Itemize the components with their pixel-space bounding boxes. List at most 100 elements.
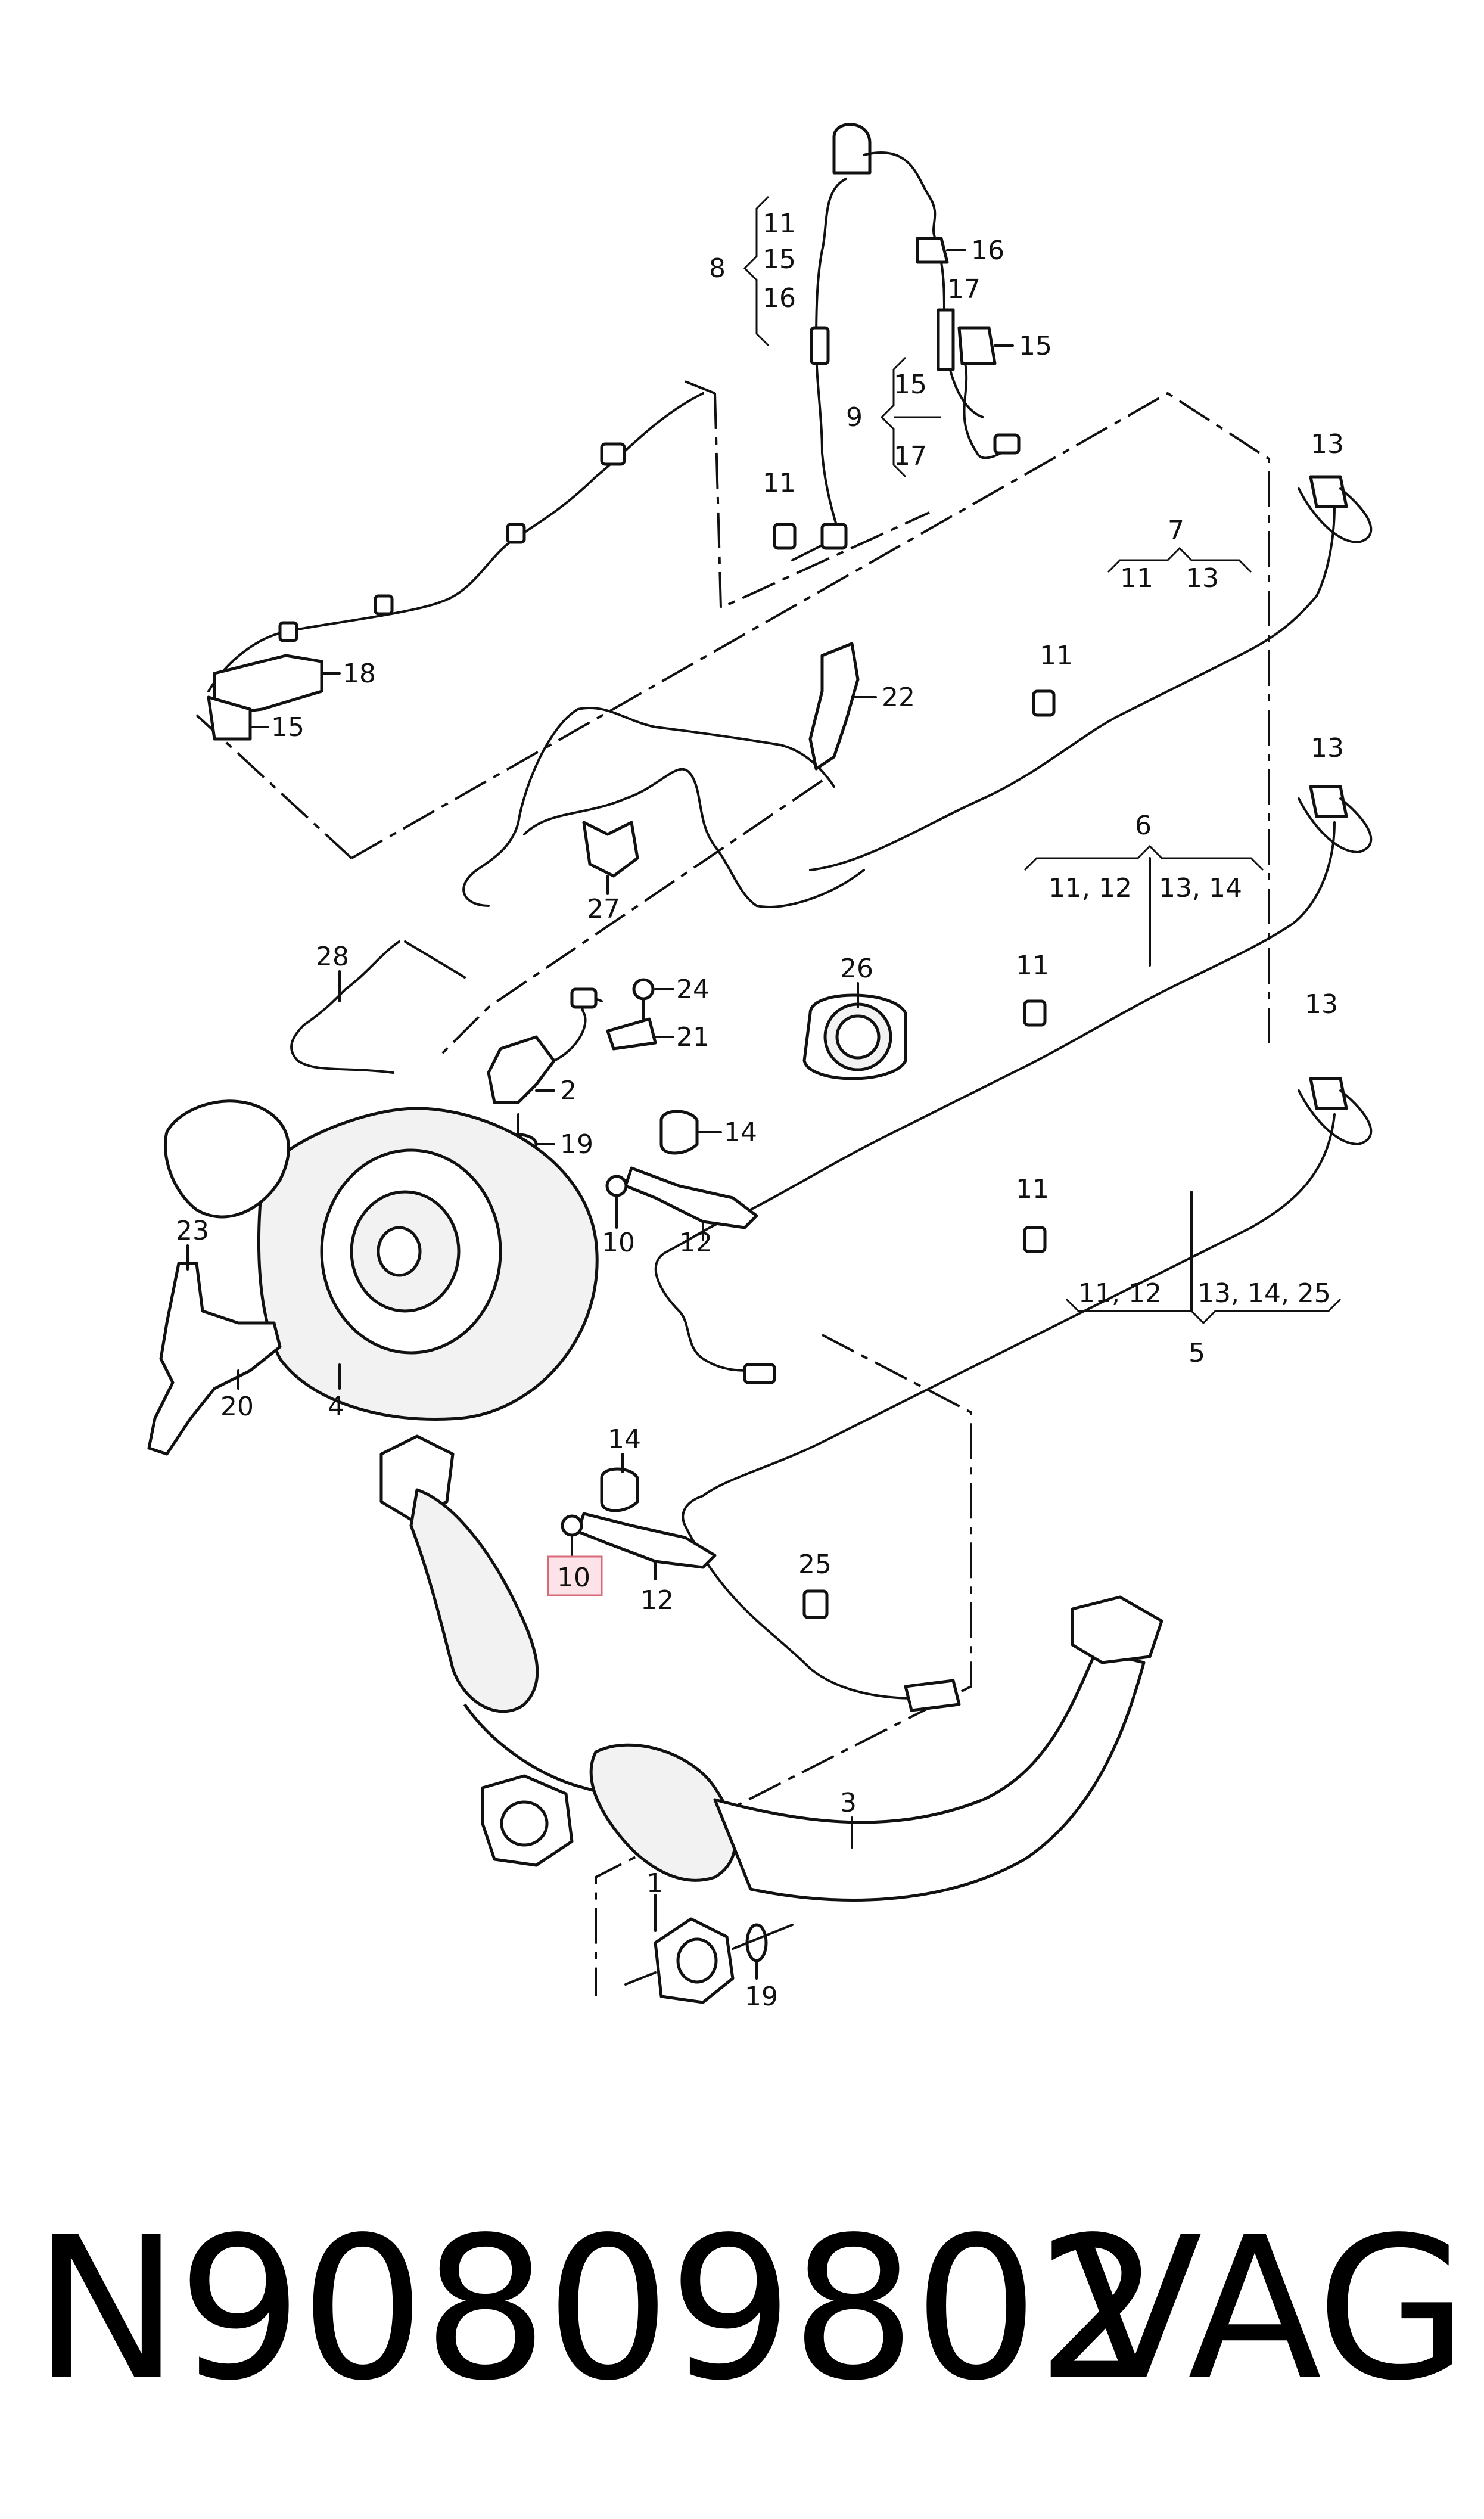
- frame-upper-wiring: [351, 392, 1270, 1049]
- rear-flange: [1071, 1595, 1163, 1664]
- callout-11-b8a: 11: [763, 209, 796, 239]
- sensor-2-lead-tip: [743, 1363, 776, 1384]
- catalyst-upper: [409, 1488, 539, 1713]
- callout-16-b8: 16: [763, 283, 796, 313]
- callout-14-lower: 14: [608, 1424, 641, 1455]
- sensor-harness-9-b: [963, 362, 1014, 459]
- sensor-harness-8-head: [832, 123, 872, 175]
- sensor-line-5: [702, 1113, 1336, 1497]
- sensor-line-7: [809, 505, 1336, 871]
- callout-1: 1: [646, 1868, 663, 1899]
- harness-clip-c: [278, 621, 298, 642]
- harness-clip-upper: [600, 442, 626, 466]
- callout-2: 2: [560, 1076, 577, 1106]
- frame-upper-left: [195, 714, 353, 859]
- bracket-23-20: [147, 1262, 282, 1456]
- callout-17-top: 17: [947, 274, 981, 305]
- clip-11-line5: [1023, 1226, 1047, 1253]
- frame-sensor-harness: [714, 393, 930, 610]
- callout-13-b: 13: [1311, 733, 1344, 763]
- sensor-1-axis: [732, 1924, 794, 1950]
- callout-9: 9: [846, 402, 863, 433]
- middle-harness: [462, 707, 835, 907]
- bracket-7: [1107, 546, 1252, 573]
- callout-8: 8: [709, 253, 726, 284]
- clip-11-line6: [1023, 999, 1047, 1027]
- dpf-4-inlet: [163, 1099, 290, 1219]
- callout-22: 22: [882, 682, 915, 713]
- brand-name: VAG: [1068, 2195, 1469, 2424]
- callout-17-b9: 17: [894, 441, 927, 471]
- dpf-4-center: [377, 1226, 422, 1277]
- callout-11-line5: 11: [1016, 1174, 1049, 1204]
- callout-11-line7: 11: [1040, 641, 1073, 671]
- callout-15-left: 15: [271, 712, 304, 743]
- bracket-21: [606, 1017, 657, 1051]
- callout-16: 16: [971, 235, 1004, 266]
- sensor-5-connector: [1309, 1077, 1348, 1110]
- callout-18: 18: [343, 659, 376, 689]
- middle-harness-b: [523, 768, 865, 908]
- sensor-harness-8: [791, 178, 847, 561]
- sensor-7-connector: [1309, 475, 1348, 508]
- callout-6: 6: [1135, 810, 1152, 841]
- callout-g5-right: 13, 14, 25: [1197, 1278, 1331, 1309]
- callout-11-line6: 11: [1016, 951, 1049, 981]
- callout-15-b9: 15: [894, 369, 927, 400]
- bracket-12-lower: [576, 1512, 717, 1569]
- callout-g6-left: 11, 12: [1049, 873, 1132, 903]
- sensor-6-pigtail: [1298, 797, 1373, 853]
- callout-11-top: 11: [763, 468, 796, 498]
- sensor-7-pigtail: [1298, 487, 1373, 543]
- clip-11-top: [773, 523, 797, 550]
- frame-lower: [595, 1334, 972, 1996]
- clip-11-line7: [1032, 689, 1056, 717]
- callout-g7-right: 13: [1186, 563, 1219, 594]
- bracket-5: [1065, 1298, 1342, 1325]
- lower-sensor-tip: [904, 1679, 961, 1712]
- callout-15-b8: 15: [763, 244, 796, 275]
- clip-14-upper: [659, 1110, 699, 1155]
- sensor-2-plug: [570, 987, 598, 1009]
- screw-24: [632, 978, 655, 1001]
- callout-25: 25: [798, 1549, 832, 1580]
- pipe-28: [290, 940, 400, 1074]
- sensor-harness-8-loop: [863, 151, 937, 240]
- callout-19-lower: 19: [745, 1981, 778, 2012]
- lower-flange-bore: [500, 1800, 549, 1847]
- bolt-10-lower: [561, 1514, 583, 1537]
- sensor-6-connector: [1309, 785, 1348, 818]
- pipe-28-b: [404, 940, 466, 979]
- harness-8-sleeve: [810, 326, 830, 365]
- callout-24: 24: [676, 974, 710, 1005]
- harness-clip-b: [374, 594, 394, 616]
- callout-4: 4: [328, 1391, 344, 1422]
- bracket-27: [582, 821, 639, 878]
- callout-10-lower: 10: [557, 1563, 590, 1593]
- callout-g6-right: 13, 14: [1159, 873, 1242, 903]
- bolt-10-upper: [605, 1175, 628, 1197]
- bracket-9: [880, 356, 907, 478]
- sensor-5-pigtail: [1298, 1089, 1373, 1145]
- callout-27: 27: [587, 894, 620, 924]
- callout-7: 7: [1168, 515, 1184, 546]
- callout-15-top: 15: [1019, 331, 1052, 361]
- clip-25: [802, 1589, 829, 1619]
- connector-16: [916, 237, 949, 264]
- callout-23: 23: [176, 1216, 209, 1246]
- sensor-9-tip: [993, 433, 1021, 455]
- callout-3: 3: [840, 1788, 857, 1818]
- callout-10-upper: 10: [602, 1228, 635, 1258]
- callout-21: 21: [676, 1022, 710, 1052]
- callout-12-upper: 12: [679, 1228, 713, 1258]
- bracket-6: [1023, 844, 1264, 871]
- callout-g7-left: 11: [1120, 563, 1153, 594]
- footer: N90809802 VAG: [0, 2175, 1484, 2485]
- sensor-2-body: [487, 1035, 556, 1104]
- callout-19-upper: 19: [560, 1129, 593, 1160]
- callout-26: 26: [840, 953, 873, 984]
- bracket-22: [808, 642, 860, 771]
- bracket-12-upper: [624, 1166, 758, 1229]
- bracket-8: [743, 195, 770, 347]
- frame-middle: [440, 779, 823, 1056]
